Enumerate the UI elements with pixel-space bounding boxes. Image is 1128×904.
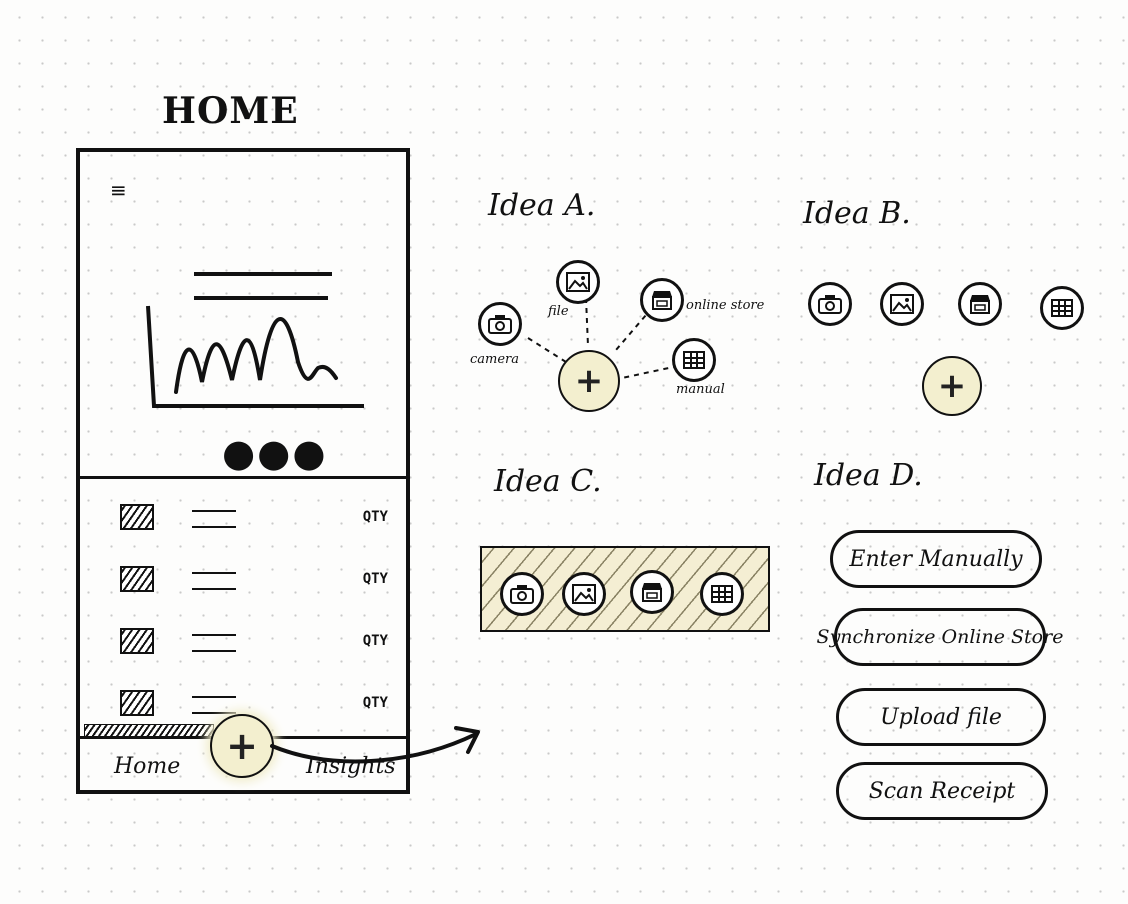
add-fab-button[interactable]: + — [210, 714, 274, 778]
item-thumbnail — [120, 690, 154, 716]
upload-file-button[interactable]: Upload file — [836, 688, 1046, 746]
synchronize-online-store-button[interactable]: Synchronize Online Store — [817, 608, 1063, 666]
file-image-icon[interactable] — [562, 572, 606, 616]
idea-b-fab[interactable]: + — [922, 356, 982, 416]
file-image-icon[interactable] — [556, 260, 600, 304]
label-camera: camera — [470, 352, 520, 367]
item-qty: QTY — [362, 695, 388, 711]
item-text-lines — [192, 634, 236, 652]
item-qty: QTY — [362, 509, 388, 525]
page-title: HOME — [162, 90, 299, 132]
phone-wireframe: ≡ ●●● QTY QTY QTY QTY Home Insi — [76, 148, 410, 794]
idea-a-title: Idea A. — [488, 188, 596, 223]
list-item[interactable]: QTY — [118, 566, 408, 628]
online-store-icon[interactable] — [958, 282, 1002, 326]
idea-a-fab[interactable]: + — [558, 350, 620, 412]
section-divider — [80, 476, 406, 479]
list-item[interactable]: QTY — [118, 628, 408, 690]
pagination-dots[interactable]: ●●● — [222, 431, 328, 475]
chart-sketch — [146, 272, 364, 408]
hamburger-icon[interactable]: ≡ — [110, 178, 127, 202]
online-store-icon[interactable] — [630, 570, 674, 614]
enter-manually-button[interactable]: Enter Manually — [830, 530, 1042, 588]
item-thumbnail — [120, 628, 154, 654]
manual-entry-icon[interactable] — [1040, 286, 1084, 330]
list-item[interactable]: QTY — [118, 690, 408, 752]
label-file: file — [548, 304, 569, 319]
manual-entry-icon[interactable] — [700, 572, 744, 616]
idea-d-title: Idea D. — [814, 458, 923, 493]
item-text-lines — [192, 510, 236, 528]
label-online-store: online store — [686, 298, 765, 313]
item-thumbnail — [120, 504, 154, 530]
camera-icon[interactable] — [500, 572, 544, 616]
camera-icon[interactable] — [478, 302, 522, 346]
item-text-lines — [192, 572, 236, 590]
item-thumbnail — [120, 566, 154, 592]
camera-icon[interactable] — [808, 282, 852, 326]
idea-b-title: Idea B. — [803, 196, 911, 231]
item-list: QTY QTY QTY QTY — [118, 504, 408, 752]
item-text-lines — [192, 696, 236, 714]
scan-receipt-button[interactable]: Scan Receipt — [836, 762, 1048, 820]
file-image-icon[interactable] — [880, 282, 924, 326]
chart-line — [174, 317, 338, 394]
label-manual: manual — [676, 382, 725, 397]
tab-home[interactable]: Home — [114, 754, 181, 779]
item-qty: QTY — [362, 571, 388, 587]
idea-a-connectors — [527, 297, 679, 379]
idea-c-title: Idea C. — [494, 464, 602, 499]
arrow-connector — [270, 726, 480, 764]
chart-axes — [146, 305, 364, 408]
list-item[interactable]: QTY — [118, 504, 408, 566]
online-store-icon[interactable] — [640, 278, 684, 322]
item-qty: QTY — [362, 633, 388, 649]
manual-entry-icon[interactable] — [672, 338, 716, 382]
